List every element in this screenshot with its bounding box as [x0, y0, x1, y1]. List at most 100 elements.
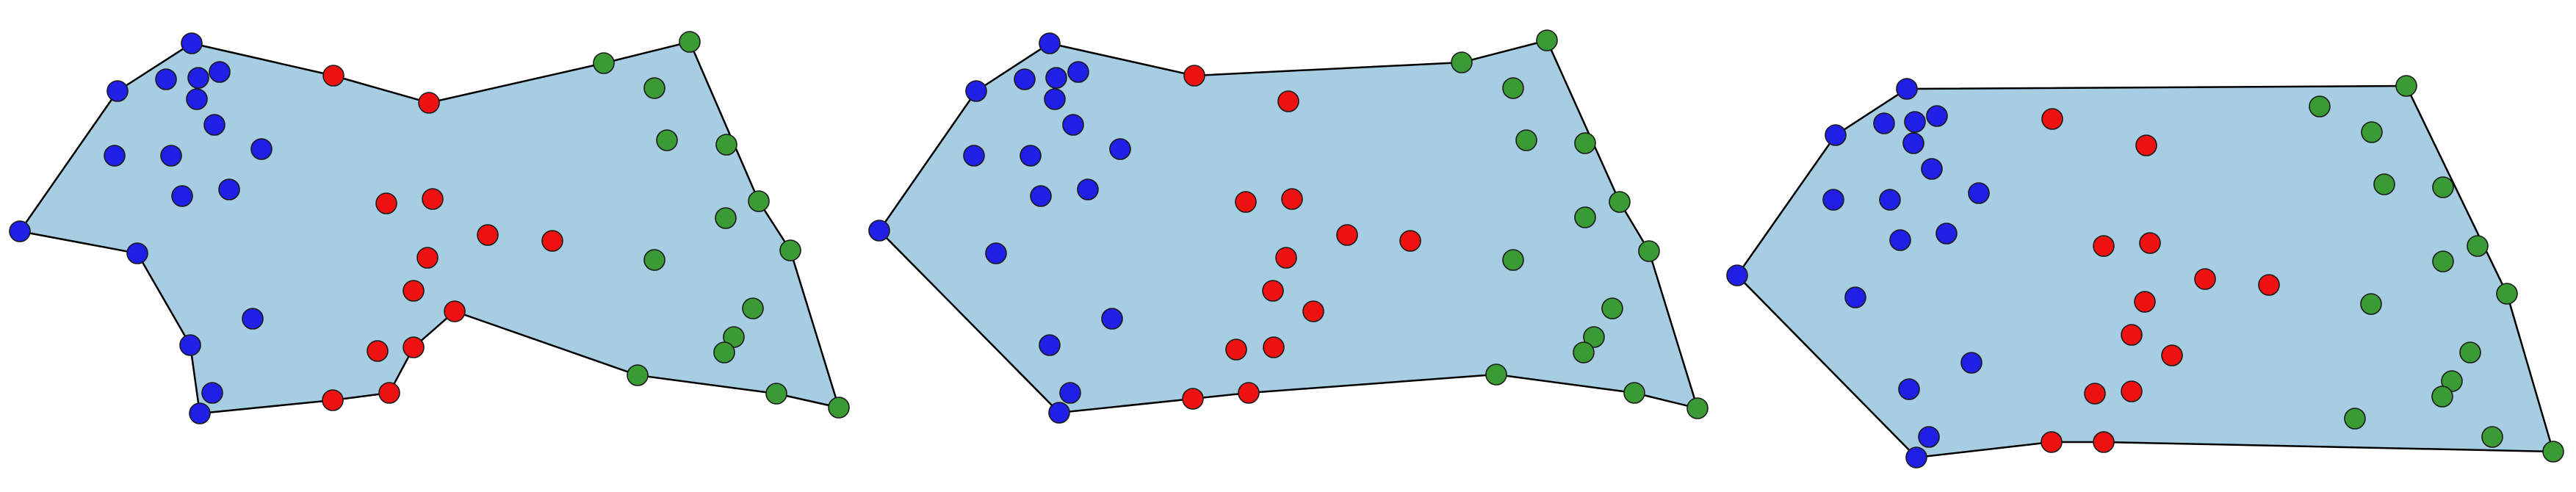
green-point	[2459, 341, 2481, 363]
red-point	[322, 65, 344, 87]
red-point	[2161, 344, 2183, 366]
blue-point	[965, 80, 987, 102]
green-point	[1623, 382, 1645, 404]
convex-hull-polygon	[18, 40, 840, 415]
green-point	[1638, 240, 1660, 262]
green-point	[593, 52, 615, 74]
green-point	[2373, 173, 2395, 195]
green-point	[679, 31, 701, 53]
blue-point	[1045, 67, 1067, 89]
green-point	[2432, 176, 2454, 198]
green-point	[742, 297, 764, 319]
red-point	[378, 382, 400, 404]
blue-point	[181, 32, 203, 54]
blue-point	[160, 145, 182, 167]
red-point	[1238, 382, 1260, 404]
green-point	[2361, 121, 2383, 143]
blue-point	[203, 114, 226, 136]
red-point	[1399, 230, 1421, 252]
red-point	[1302, 300, 1324, 322]
blue-point	[209, 61, 231, 83]
green-point	[1573, 341, 1595, 363]
green-point	[2395, 75, 2417, 97]
panel-1	[9, 31, 850, 424]
red-point	[2135, 134, 2157, 156]
blue-point	[107, 80, 129, 102]
red-point	[2258, 274, 2280, 296]
red-point	[1277, 90, 1299, 112]
red-point	[1263, 336, 1285, 358]
blue-point	[963, 145, 985, 167]
green-point	[765, 383, 787, 405]
blue-point	[1062, 114, 1084, 136]
blue-point	[1822, 189, 1844, 211]
green-point	[779, 239, 801, 261]
green-point	[828, 397, 850, 419]
blue-point	[171, 185, 193, 207]
green-point	[1574, 206, 1596, 228]
red-point	[2041, 431, 2063, 453]
red-point	[1225, 339, 1247, 361]
blue-point	[1077, 178, 1099, 200]
red-point	[418, 92, 440, 114]
blue-point	[187, 67, 209, 89]
red-point	[444, 300, 466, 322]
green-point	[1583, 326, 1605, 348]
green-point	[715, 207, 737, 229]
blue-point	[1935, 223, 1958, 245]
blue-point	[126, 242, 148, 264]
green-point	[1609, 191, 1631, 213]
blue-point	[1039, 32, 1061, 54]
blue-point	[1109, 138, 1131, 160]
blue-point	[186, 88, 208, 110]
panels-group	[9, 29, 2564, 469]
red-point	[1281, 188, 1303, 210]
red-point	[2041, 108, 2063, 130]
green-point	[748, 190, 770, 212]
red-point	[322, 389, 344, 411]
red-point	[477, 224, 499, 246]
blue-point	[1044, 88, 1066, 110]
red-point	[367, 340, 389, 362]
blue-point	[1067, 61, 1089, 83]
blue-point	[868, 220, 890, 242]
blue-point	[1726, 264, 1748, 286]
red-point	[2194, 268, 2216, 290]
blue-point	[1873, 112, 1895, 134]
blue-point	[201, 382, 223, 404]
convex-hull-polygon	[1736, 84, 2555, 459]
blue-point	[1918, 426, 1940, 448]
red-point	[375, 192, 397, 214]
green-point	[2360, 293, 2382, 315]
green-point	[2431, 386, 2453, 408]
blue-point	[1968, 182, 1990, 204]
blue-point	[1926, 105, 1948, 127]
blue-point	[1039, 334, 1061, 356]
blue-point	[179, 334, 201, 356]
red-point	[1235, 191, 1257, 213]
blue-point	[1030, 185, 1052, 207]
blue-point	[104, 145, 126, 167]
green-point	[1502, 249, 1524, 271]
blue-point	[1101, 308, 1123, 330]
blue-point	[1904, 111, 1926, 133]
blue-point	[1825, 124, 1847, 146]
red-point	[2121, 324, 2143, 346]
blue-point	[218, 178, 240, 200]
green-point	[1502, 77, 1524, 99]
red-point	[1262, 280, 1284, 302]
blue-point	[1059, 382, 1081, 404]
green-point	[1515, 129, 1537, 151]
blue-point	[1020, 145, 1042, 167]
red-point	[416, 247, 439, 269]
blue-point	[1905, 446, 1927, 469]
blue-point	[1014, 68, 1036, 90]
green-point	[656, 129, 678, 151]
red-point	[2093, 235, 2115, 257]
green-point	[2309, 95, 2331, 117]
red-point	[1275, 247, 1297, 269]
red-point	[403, 336, 425, 358]
green-point	[2496, 283, 2518, 305]
green-point	[1536, 29, 1558, 51]
red-point	[2084, 383, 2106, 405]
